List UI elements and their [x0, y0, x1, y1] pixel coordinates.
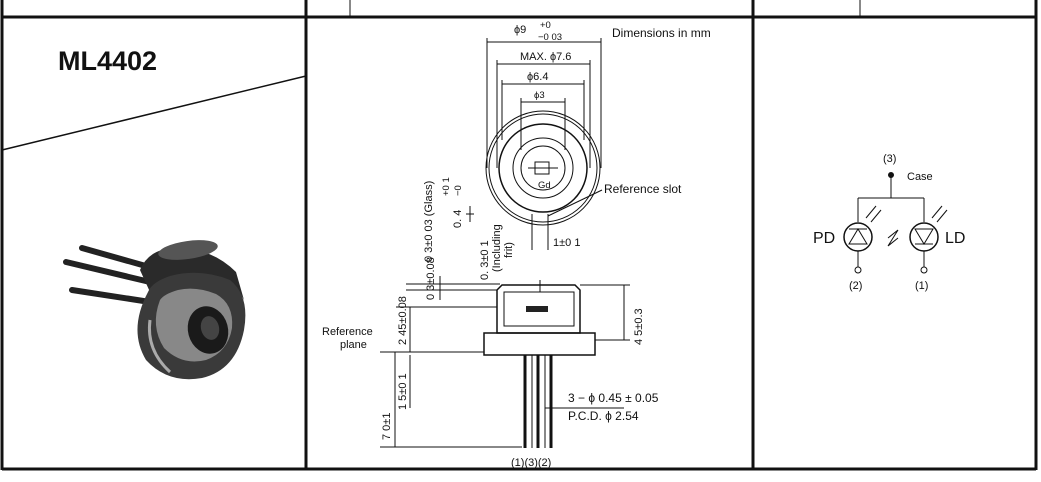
dim-height: 4 5±0.3: [633, 308, 645, 345]
dimension-drawing: Dimensions in mm Gd ϕ9 +0 −0 03 MAX. ϕ7.…: [322, 20, 711, 469]
dim-04-minus: −0: [453, 185, 464, 196]
dim-frit-1: 0. 3±0 1: [479, 240, 491, 280]
dim-outer-tol-minus: −0 03: [538, 32, 562, 43]
laser-diode-symbol: [909, 222, 939, 252]
dim-64-diameter: ϕ6.4: [527, 71, 548, 83]
dim-outer-tol-plus: +0: [540, 20, 551, 31]
pd-label: PD: [813, 230, 835, 247]
pin-order: (1)(3)(2): [511, 457, 551, 469]
ld-pin: (1): [915, 280, 928, 292]
dim-outer-diameter: ϕ9: [514, 24, 526, 36]
photodiode-symbol: [843, 222, 873, 252]
svg-text:Gd: Gd: [538, 180, 551, 191]
laser-diode-photo: [63, 240, 246, 380]
dim-008: 0 3±0.08: [425, 257, 437, 300]
dim-frit-3: frit): [503, 242, 515, 258]
reference-slot-label: Reference slot: [604, 182, 682, 196]
units-note: Dimensions in mm: [612, 26, 711, 40]
model-name: ML4402: [58, 46, 157, 76]
dim-04-plus: +0 1: [441, 177, 452, 196]
dim-frit-2: (Including: [491, 224, 503, 272]
dim-base: 1 5±0 1: [397, 373, 409, 410]
leads-spec-line1: 3 − ϕ 0.45 ± 0.05: [568, 391, 659, 405]
ld-label: LD: [945, 230, 965, 247]
dim-245: 2 45±0.08: [397, 296, 409, 345]
table-frame: [0, 0, 1038, 471]
dim-3-diameter: ϕ3: [534, 90, 545, 101]
dim-max-diameter: MAX. ϕ7.6: [520, 51, 571, 63]
leads-spec-line2: P.C.D. ϕ 2.54: [568, 409, 639, 423]
dim-glass: 0 3±0 03 (Glass): [423, 181, 435, 262]
dim-lead: 7 0±1: [381, 413, 393, 440]
circuit-diagram: (3) Case PD LD (2) (1): [813, 153, 965, 292]
reference-plane-line2: plane: [340, 339, 367, 351]
case-pin: (3): [883, 153, 896, 165]
case-label: Case: [907, 171, 933, 183]
dim-slot: 1±0 1: [553, 237, 580, 249]
dim-04: 0. 4: [452, 210, 464, 228]
pd-pin: (2): [849, 280, 862, 292]
reference-plane-line1: Reference: [322, 326, 373, 338]
